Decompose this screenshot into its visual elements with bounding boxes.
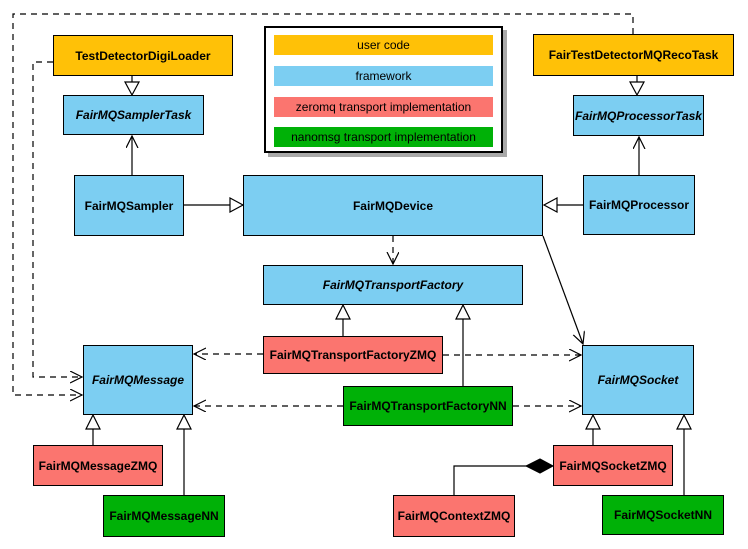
legend-item-user-code: user code bbox=[274, 35, 493, 55]
class-fairmqmessage: FairMQMessage bbox=[83, 345, 193, 415]
class-label: FairMQTransportFactoryNN bbox=[349, 399, 507, 413]
class-label: FairMQSocketNN bbox=[613, 508, 713, 522]
edge-digiloader-extends-samplertask bbox=[123, 76, 141, 97]
class-label: FairMQContextZMQ bbox=[397, 509, 511, 523]
edge-msgnn-extends-message bbox=[176, 413, 192, 495]
legend-item-nanomsg: nanomsg transport implementation bbox=[274, 127, 493, 147]
legend-item-zeromq: zeromq transport implementation bbox=[274, 97, 493, 117]
class-fairmqsamplertask: FairMQSamplerTask bbox=[63, 95, 204, 135]
class-label: FairMQProcessor bbox=[588, 198, 690, 212]
class-label: FairMQMessageZMQ bbox=[38, 458, 158, 473]
edge-sockzmq-composes-ctxzmq bbox=[453, 458, 555, 495]
class-fairmqdevice: FairMQDevice bbox=[243, 175, 543, 236]
class-fairmqmessagenn: FairMQMessageNN bbox=[103, 495, 225, 537]
class-label: FairMQSocketZMQ bbox=[559, 458, 667, 473]
class-fairtestdetectormqrecotask: FairTestDetectorMQRecoTask bbox=[533, 34, 734, 76]
class-fairmqtransportfactoryzmq: FairMQTransportFactoryZMQ bbox=[263, 336, 443, 374]
edge-recotask-extends-processortask bbox=[628, 76, 646, 97]
class-label: FairMQSamplerTask bbox=[75, 108, 192, 122]
class-fairmqprocessortask: FairMQProcessorTask bbox=[573, 95, 704, 136]
class-label: FairMQTransportFactory bbox=[322, 278, 464, 292]
class-label: TestDetectorDigiLoader bbox=[75, 48, 211, 63]
class-fairmqsocketnn: FairMQSocketNN bbox=[602, 495, 724, 535]
class-label: FairMQSampler bbox=[84, 198, 174, 213]
class-label: FairMQProcessorTask bbox=[575, 108, 702, 123]
class-fairmqmessagezmq: FairMQMessageZMQ bbox=[33, 445, 163, 486]
class-fairmqsocketzmq: FairMQSocketZMQ bbox=[553, 445, 673, 486]
class-label: FairMQDevice bbox=[352, 198, 434, 213]
class-label: FairMQMessage bbox=[91, 373, 185, 387]
class-fairmqtransportfactory: FairMQTransportFactory bbox=[263, 265, 523, 305]
class-label: FairMQSocket bbox=[597, 373, 679, 387]
class-fairmqcontextzmq: FairMQContextZMQ bbox=[393, 495, 515, 537]
edge-processor-extends-device bbox=[542, 196, 583, 214]
edge-tfzmq-extends-transportfactory bbox=[335, 303, 351, 336]
class-fairmqsampler: FairMQSampler bbox=[74, 175, 184, 236]
edge-device-uses-socket bbox=[542, 235, 583, 344]
edge-socknn-extends-socket bbox=[676, 413, 692, 495]
edge-msgzmq-extends-message bbox=[85, 413, 101, 445]
legend: user code framework zeromq transport imp… bbox=[264, 26, 503, 153]
class-fairmqtransportfactorynn: FairMQTransportFactoryNN bbox=[343, 386, 513, 426]
class-fairmqprocessor: FairMQProcessor bbox=[583, 175, 695, 235]
class-label: FairTestDetectorMQRecoTask bbox=[548, 48, 719, 62]
class-fairmqsocket: FairMQSocket bbox=[582, 345, 694, 415]
edge-sampler-extends-device bbox=[184, 196, 245, 214]
edge-tfnn-extends-transportfactory bbox=[455, 303, 471, 386]
class-label: FairMQMessageNN bbox=[109, 509, 219, 523]
class-testdetectordigiloader: TestDetectorDigiLoader bbox=[53, 35, 233, 76]
class-label: FairMQTransportFactoryZMQ bbox=[269, 348, 437, 362]
legend-item-framework: framework bbox=[274, 66, 493, 86]
edge-sockzmq-extends-socket bbox=[585, 413, 601, 445]
